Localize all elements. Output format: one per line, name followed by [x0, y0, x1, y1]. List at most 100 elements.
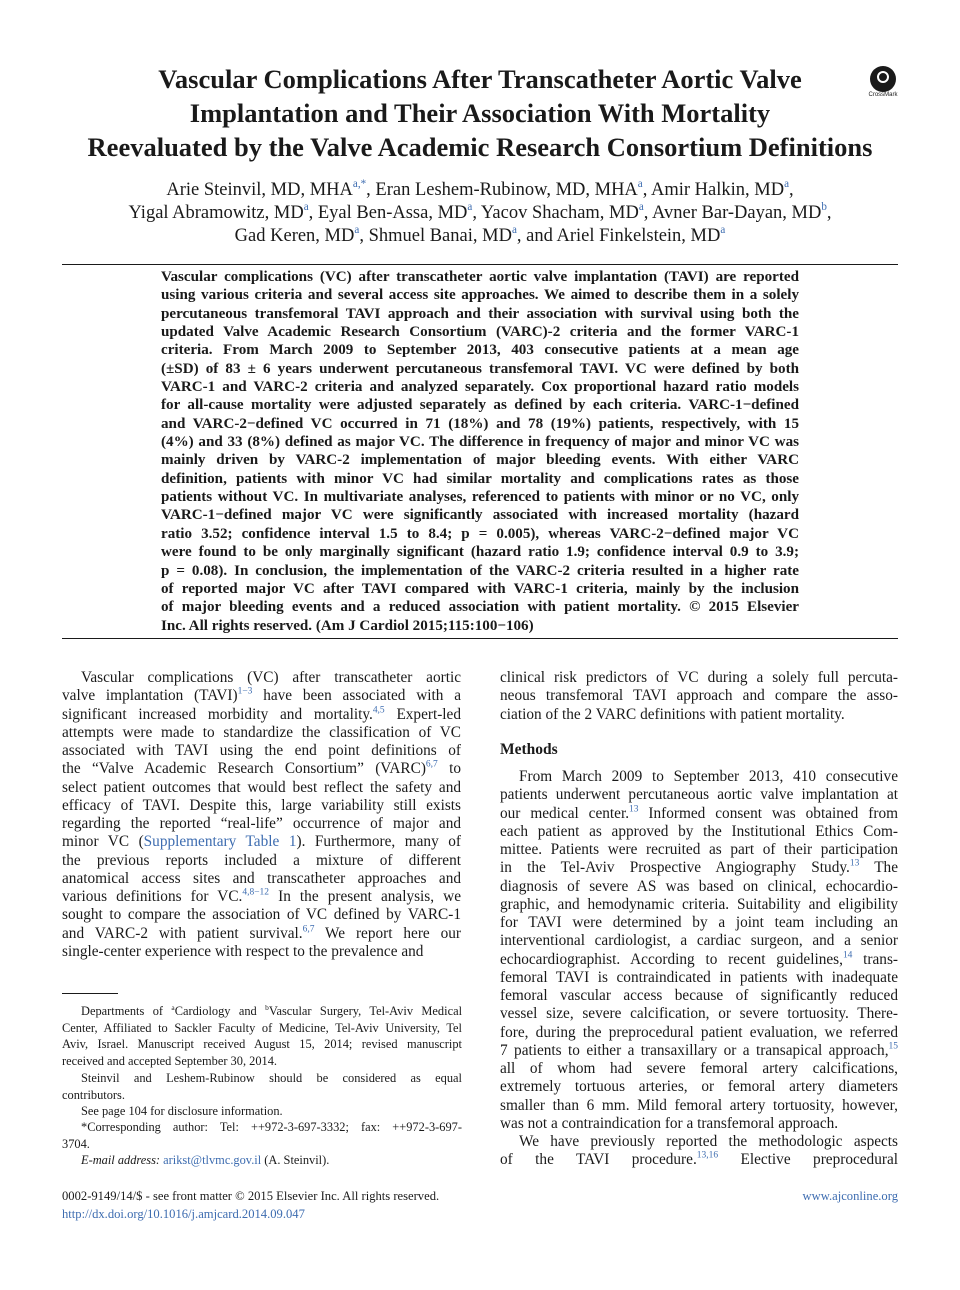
text-line: single-center experience with respect to…	[62, 943, 461, 961]
author-name: Shmuel Banai, MD	[368, 226, 512, 246]
text-run: sought to compare the association of VC …	[62, 906, 461, 924]
text-line: echocardiographist. According to recent …	[500, 949, 898, 969]
text-run: Elective preprocedural	[718, 1151, 899, 1169]
abstract-line: criteria. From March 2009 to September 2…	[161, 342, 799, 359]
text-line: femoral TAVI is contraindicated in patie…	[500, 969, 898, 987]
text-run: mittee. Patients were recruited as part …	[500, 841, 898, 858]
citation-ref[interactable]: 13,16	[696, 1150, 719, 1161]
footnote-corresponding: *Corresponding author: Tel: ++972-3-697-…	[62, 1119, 462, 1152]
abstract-line: using various criteria and several acces…	[161, 287, 799, 304]
text-line: ciation of the 2 VARC definitions with p…	[500, 706, 898, 724]
abstract-line: and VARC-2−defined VC occurred in 71 (18…	[161, 415, 799, 432]
text-run: graphic, and hemodynamic criteria. Suita…	[500, 895, 898, 913]
email-link[interactable]: arikst@tlvmc.gov.il	[163, 1153, 262, 1167]
abstract-line: (±SD) of 83 ± 6 years underwent percutan…	[161, 360, 799, 377]
affiliation-mark[interactable]: a	[467, 201, 473, 214]
abstract-line: ratio 3.52; confidence interval 1.5 to 8…	[161, 525, 799, 542]
journal-site-link[interactable]: www.ajconline.org	[802, 1189, 898, 1203]
author-name: Yacov Shacham, MD	[480, 203, 639, 223]
abstract-line: updated Valve Academic Research Consorti…	[161, 324, 799, 341]
text-run: Aviv, Israel. Manuscript received August…	[62, 1037, 462, 1051]
citation-ref[interactable]: 14	[842, 949, 853, 960]
affiliation-mark: b	[265, 1002, 269, 1012]
footnote-equal-contribution: Steinvil and Leshem-Rubinow should be co…	[62, 1070, 462, 1103]
author-name: Ariel Finkelstein, MD	[556, 226, 721, 246]
text-run: femoral TAVI is contraindicated in patie…	[500, 968, 898, 986]
citation-ref[interactable]: 15	[888, 1041, 898, 1052]
title-line: Implantation and Their Association With …	[189, 98, 771, 128]
text-line: We have previously reported the methodol…	[500, 1133, 898, 1151]
text-run: We have previously reported the methodol…	[519, 1133, 898, 1150]
abstract-line: for all-cause mortality were adjusted se…	[161, 397, 799, 414]
email-label: E-mail address:	[81, 1153, 161, 1167]
affiliation-mark[interactable]: b	[821, 201, 827, 214]
citation-ref[interactable]: 1−3	[237, 686, 253, 697]
citation-ref[interactable]: 4,8−12	[242, 887, 270, 898]
text-run: significant increased morbidity and mort…	[62, 705, 373, 723]
supplementary-link[interactable]: Supplementary Table 1	[143, 833, 297, 851]
text-run: From March 2009 to September 2013, 410 c…	[519, 768, 898, 785]
text-run: 7 patients to either a transaxillary or …	[500, 1041, 889, 1059]
text-line: was not a contraindication for a transfe…	[500, 1115, 898, 1133]
text-run: Departments of	[81, 1004, 172, 1018]
text-run: to	[437, 760, 461, 778]
affiliation-mark[interactable]: a	[720, 224, 726, 237]
text-run: Informed consent was obtained from	[638, 804, 898, 822]
affiliation-mark[interactable]: a	[354, 224, 360, 237]
text-line: the “Valve Academic Research Consortium”…	[62, 760, 461, 778]
text-run: smaller than 6 mm. Mild femoral artery t…	[500, 1096, 898, 1114]
text-run: efficacy of TAVI. Despite this, large va…	[62, 796, 461, 814]
citation-ref[interactable]: 6,7	[302, 923, 315, 934]
affiliation-mark[interactable]: a	[511, 224, 517, 237]
text-line: various definitions for VC.4,8−12 In the…	[62, 888, 461, 906]
text-run: In the present analysis, we	[269, 888, 461, 905]
text-line: for TAVI were determined by a joint team…	[500, 914, 898, 932]
citation-ref[interactable]: 13	[629, 803, 639, 814]
abstract-line: mainly driven by VARC-2 implementation o…	[161, 452, 799, 469]
text-run: trans-	[852, 950, 898, 968]
footnote-line: Center, Affiliated to Sackler Faculty of…	[62, 1020, 462, 1037]
text-run: the previous reports included a mixture …	[62, 851, 461, 869]
affiliation-mark[interactable]: a	[637, 178, 643, 191]
author-line: Gad Keren, MDa, Shmuel Banai, MDa, and A…	[234, 224, 726, 246]
footnote-disclosure: See page 104 for disclosure information.	[62, 1103, 462, 1120]
title-line: Reevaluated by the Valve Academic Resear…	[87, 132, 873, 162]
text-line: anatomical access sites and transcathete…	[62, 870, 461, 888]
affiliation-mark[interactable]: a	[638, 201, 644, 214]
title-line: Vascular Complications After Transcathet…	[158, 64, 802, 94]
text-run: of the TAVI procedure.	[500, 1151, 697, 1169]
abstract-line: were found to be only marginally signifi…	[161, 544, 799, 561]
text-run: received and accepted September 30, 2014…	[62, 1053, 278, 1068]
author-name: Amir Halkin, MD	[650, 180, 785, 200]
author-name: Avner Bar-Dayan, MD	[652, 203, 822, 223]
author-line: Yigal Abramowitz, MDa, Eyal Ben-Assa, MD…	[128, 201, 832, 223]
text-line: extremely tortuous arteries, or femoral …	[500, 1078, 898, 1096]
text-run: regarding the reported “real-life” occur…	[62, 815, 461, 832]
text-run: The	[859, 859, 898, 877]
text-line: patients underwent percutaneous aortic v…	[500, 786, 898, 804]
text-line: of the TAVI procedure.13,16 Elective pre…	[500, 1151, 898, 1169]
citation-ref[interactable]: 13	[849, 858, 860, 869]
text-run: anatomical access sites and transcathete…	[62, 869, 461, 887]
text-run: patients underwent percutaneous aortic v…	[500, 786, 898, 804]
abstract-line: definition, patients with minor VC had s…	[161, 470, 799, 487]
text-run: attempts were made to standardize the cl…	[62, 723, 461, 741]
text-run: ciation of the 2 VARC definitions with p…	[500, 705, 845, 723]
doi-link[interactable]: http://dx.doi.org/10.1016/j.amjcard.2014…	[62, 1207, 305, 1221]
affiliation-mark[interactable]: a	[784, 178, 789, 191]
text-line: fore, during the preprocedural patient e…	[500, 1024, 898, 1042]
citation-ref[interactable]: 6,7	[425, 759, 438, 770]
affiliation-mark[interactable]: a,*	[352, 178, 367, 191]
affiliation-mark[interactable]: a	[303, 201, 309, 214]
text-run: We report here our	[314, 924, 461, 942]
citation-ref[interactable]: 4,5	[372, 704, 385, 715]
article-title: Vascular Complications After Transcathet…	[40, 62, 920, 164]
footnote-line: *Corresponding author: Tel: ++972-3-697-…	[81, 1120, 462, 1134]
author-name: Gad Keren, MD	[234, 226, 355, 246]
text-run: Vascular complications (VC) after transc…	[81, 669, 461, 686]
crossmark-badge[interactable]: CrossMark	[866, 66, 900, 102]
abstract-line: (4%) and 33 (8%) defined as major VC. Th…	[161, 434, 799, 451]
text-line: femoral vascular access because of signi…	[500, 987, 898, 1005]
text-run: extremely tortuous arteries, or femoral …	[500, 1078, 898, 1096]
text-line: smaller than 6 mm. Mild femoral artery t…	[500, 1097, 898, 1115]
